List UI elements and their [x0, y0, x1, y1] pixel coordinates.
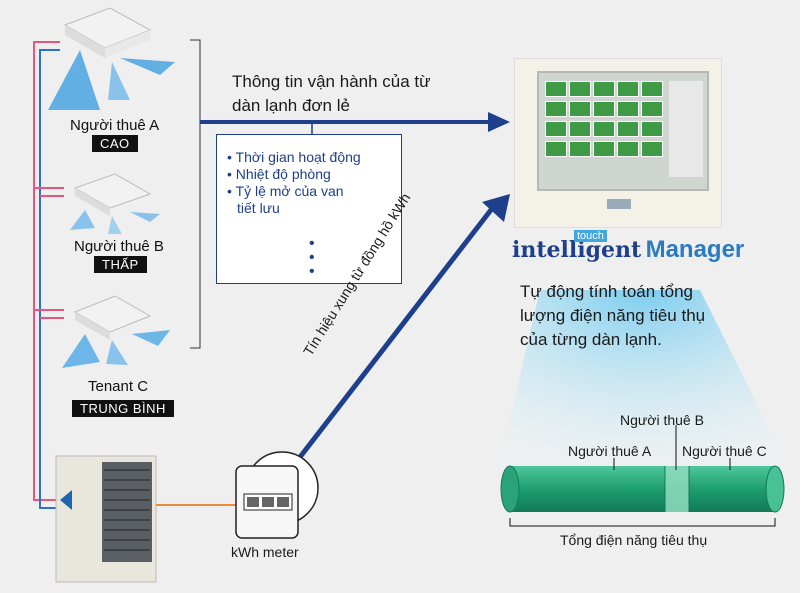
info-item: Thời gian hoạt động — [227, 149, 401, 166]
total-label: Tổng điện năng tiêu thụ — [560, 532, 708, 548]
flow-label-line1: Thông tin vận hành của từ — [232, 72, 431, 91]
segment-label-a: Người thuê A — [568, 443, 652, 459]
flow-label-line2: dàn lạnh đơn lẻ — [232, 96, 350, 115]
info-item: tiết lưu — [237, 200, 280, 216]
gas-pipe — [39, 49, 64, 509]
flow-label: Thông tin vận hành của từ dàn lạnh đơn l… — [232, 70, 431, 118]
projection-beam — [498, 290, 790, 470]
indoor-unit-c — [62, 295, 170, 368]
description-line3: của từng dàn lạnh. — [520, 330, 662, 349]
info-list: Thời gian hoạt động Nhiệt độ phòng Tỷ lệ… — [217, 135, 401, 200]
tenant-c-name: Tenant C — [88, 378, 149, 395]
indoor-unit-b — [70, 173, 160, 234]
outdoor-unit — [55, 455, 157, 583]
tenant-b-level: THẤP — [94, 256, 147, 273]
controller-screen — [537, 71, 709, 191]
info-item: Nhiệt độ phòng — [227, 166, 401, 183]
indoor-unit-a — [48, 7, 175, 110]
pulse-signal-arrow — [288, 194, 510, 472]
info-box: Thời gian hoạt động Nhiệt độ phòng Tỷ lệ… — [216, 134, 402, 284]
brand-word-2: touch — [574, 230, 607, 242]
tenant-bracket — [190, 39, 201, 349]
total-bracket — [509, 518, 776, 527]
controller-device — [514, 58, 722, 228]
more-dots: ••• — [309, 235, 315, 280]
product-logo: intelligent touch Manager — [512, 230, 745, 264]
tenant-a-level: CAO — [92, 135, 138, 152]
consumption-cylinder — [500, 465, 785, 513]
label-leaders — [613, 425, 731, 470]
meter-label: kWh meter — [231, 544, 299, 560]
brand-word-3: Manager — [645, 236, 745, 263]
tenant-a-name: Người thuê A — [70, 117, 160, 134]
info-flow-arrow — [200, 112, 510, 134]
tenant-c-level: TRUNG BÌNH — [72, 400, 174, 417]
description-line1: Tự động tính toán tổng — [520, 282, 694, 301]
product-description: Tự động tính toán tổng lượng điện năng t… — [520, 280, 705, 352]
segment-tenant-b — [665, 466, 689, 512]
liquid-pipe — [33, 41, 64, 501]
segment-label-b: Người thuê B — [620, 412, 704, 428]
kwh-meter-device — [235, 451, 319, 539]
description-line2: lượng điện năng tiêu thụ — [520, 306, 706, 325]
segment-label-c: Người thuê C — [682, 443, 767, 459]
refrigerant-pipes — [33, 41, 64, 509]
info-item: Tỷ lệ mở của van — [227, 183, 401, 200]
tenant-b-name: Người thuê B — [74, 238, 164, 255]
